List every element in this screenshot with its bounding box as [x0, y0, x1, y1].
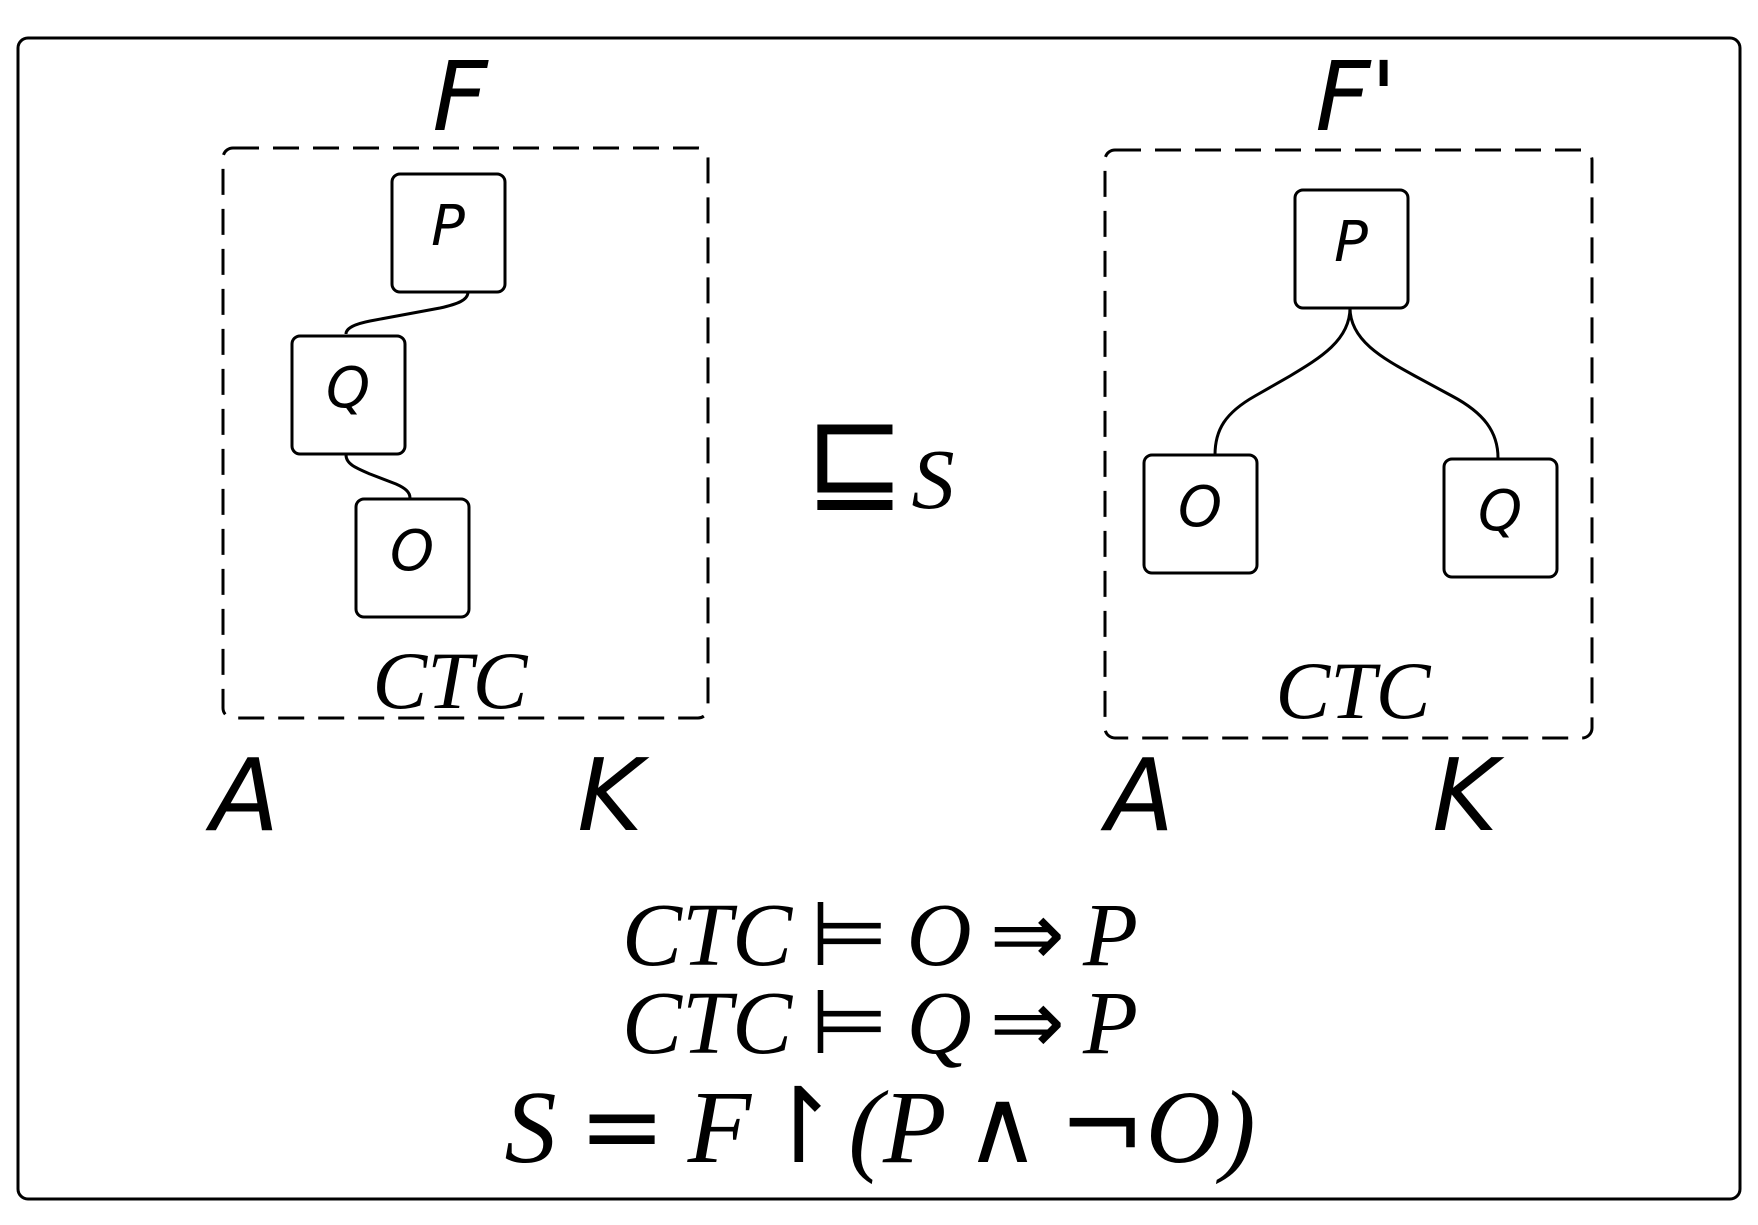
- edge-p-q-right: [1348, 307, 1500, 459]
- relation-subscript: S: [912, 431, 955, 527]
- f1-ctc: CTC: [622, 886, 793, 985]
- feature-p-box-right: P: [1293, 188, 1410, 310]
- left-attribute-k: K: [577, 737, 650, 854]
- right-attribute-k: K: [1432, 737, 1505, 854]
- f3-not: ¬: [1059, 1065, 1146, 1187]
- feature-o-label: O: [390, 519, 434, 584]
- feature-o-box-right: O: [1142, 453, 1259, 575]
- f3-f: F: [687, 1070, 753, 1185]
- outer-frame: [16, 36, 1742, 1201]
- f3-restrict: ↾: [755, 1065, 842, 1187]
- edge-p-o: [1213, 307, 1352, 456]
- formula-line-1: CTC⊨O⇒P: [622, 882, 1138, 987]
- right-model-boundary: [1103, 148, 1594, 740]
- left-model-boundary: [221, 146, 710, 720]
- f2-ctc: CTC: [622, 974, 793, 1073]
- left-ctc-label: CTC: [373, 635, 529, 726]
- left-model-title: F: [432, 41, 489, 153]
- left-attribute-a: A: [205, 737, 279, 854]
- feature-q-label: Q: [326, 356, 370, 421]
- feature-q-label-right: Q: [1478, 479, 1522, 544]
- edge-p-q: [344, 291, 470, 335]
- feature-p-label-right: P: [1334, 210, 1368, 275]
- feature-q-box-right: Q: [1442, 457, 1559, 579]
- f3-close: ): [1216, 1070, 1256, 1185]
- formula-lines: CTC⊨O⇒P CTC⊨Q⇒P S=F↾(P∧¬O): [505, 882, 1256, 1187]
- f2-implies: ⇒: [990, 970, 1065, 1075]
- f3-p: P: [882, 1070, 947, 1185]
- f2-p: P: [1082, 974, 1138, 1073]
- f3-open: (: [848, 1070, 888, 1185]
- f3-and: ∧: [964, 1065, 1040, 1187]
- formula-line-2: CTC⊨Q⇒P: [622, 970, 1138, 1075]
- f3-o: O: [1146, 1070, 1221, 1185]
- right-feature-model: F' P O Q CTC A K: [1100, 41, 1594, 854]
- refinement-relation: ⊑ S: [805, 390, 955, 529]
- f1-entails: ⊨: [810, 882, 888, 987]
- f1-p: P: [1082, 886, 1138, 985]
- feature-p-box: P: [390, 172, 507, 294]
- sqsubseteq-symbol: ⊑: [805, 390, 906, 529]
- right-attribute-a: A: [1100, 737, 1174, 854]
- f2-entails: ⊨: [810, 970, 888, 1075]
- edge-q-o: [344, 454, 412, 499]
- f3-eq: =: [579, 1065, 666, 1187]
- feature-p-label: P: [431, 194, 465, 259]
- f3-s: S: [505, 1070, 557, 1185]
- formula-line-3: S=F↾(P∧¬O): [505, 1065, 1256, 1187]
- feature-o-box: O: [354, 497, 471, 619]
- right-ctc-label: CTC: [1276, 645, 1432, 736]
- feature-q-box: Q: [290, 334, 407, 456]
- f1-o: O: [907, 886, 972, 985]
- f2-q: Q: [907, 974, 972, 1073]
- feature-o-label-right: O: [1178, 475, 1222, 540]
- left-feature-model: F P Q O CTC A K: [205, 41, 710, 854]
- f1-implies: ⇒: [990, 882, 1065, 987]
- right-model-title: F': [1315, 41, 1397, 153]
